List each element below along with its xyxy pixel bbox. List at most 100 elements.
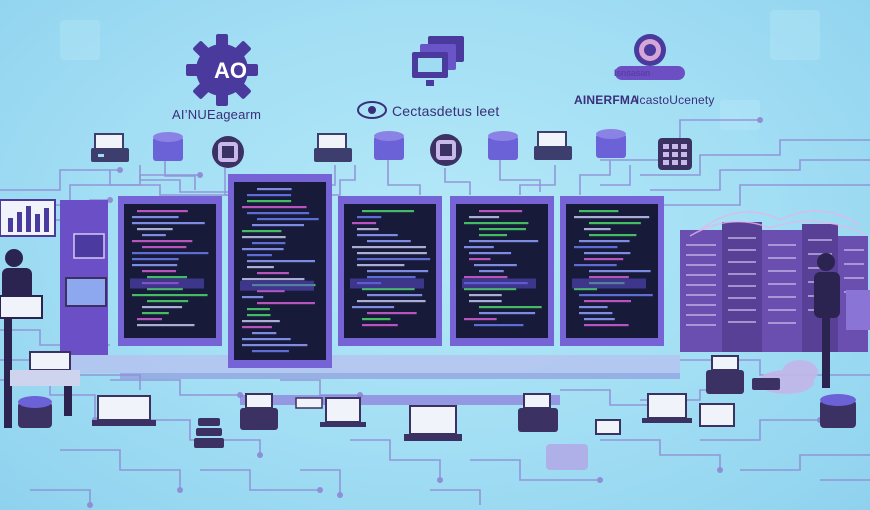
database-icon [820,394,856,428]
code-line [469,258,491,261]
code-line [137,318,162,321]
code-line [137,228,173,231]
code-line [142,306,183,309]
code-line [464,288,517,291]
circuit-lines [0,119,870,505]
code-line [257,188,292,191]
code-line [132,240,193,243]
code-line [367,312,417,315]
database-icon [488,131,518,160]
code-line [257,218,319,221]
code-line [464,222,529,225]
shield-icon [212,136,244,168]
code-line [247,260,315,263]
code-line [474,324,524,327]
code-highlight [130,278,204,289]
laptop-icon [642,393,692,423]
code-line [357,216,382,219]
code-line [357,300,426,303]
code-line [579,306,608,309]
code-line [584,228,611,231]
code-line [242,236,286,239]
code-line [362,210,414,213]
code-line [247,194,292,197]
database-icon [18,396,52,428]
monitor-stack-icon [412,36,464,86]
code-line [574,216,650,219]
code-highlight [572,278,646,289]
code-line [469,294,502,297]
code-line [357,228,379,231]
code-line [242,338,291,341]
code-line [464,276,508,279]
code-line [252,332,277,335]
chart-board-icon [0,199,56,237]
code-line [479,234,508,237]
code-line [257,290,285,293]
code-line [352,246,426,249]
code-line [352,306,395,309]
code-line [469,252,512,255]
code-line [132,258,179,261]
code-line [257,272,289,275]
eye-icon [357,101,387,119]
code-line [584,258,624,261]
code-highlight [462,278,536,289]
caption-center: Cectasdetus leet [392,103,500,119]
code-line [352,222,377,225]
code-line [584,324,629,327]
laptop-icon [404,405,462,441]
code-line [479,270,504,273]
caption-right: IcastoUcenety [636,93,715,107]
printer-icon [240,393,278,430]
shield-icon [430,134,462,166]
code-line [132,222,205,225]
caption-right-strong: AINERFMA [574,93,639,107]
code-line [362,324,398,327]
code-line [479,306,542,309]
book-icon [699,403,735,427]
code-line [367,270,429,273]
code-line [479,210,523,213]
code-line [142,270,177,273]
code-line [367,276,416,279]
code-line [362,288,415,291]
shield-badge-icon [615,34,685,80]
code-line [357,234,398,237]
code-line [584,300,632,303]
printer-icon [314,133,352,162]
person-icon [0,249,43,428]
code-line [247,200,292,203]
caption-left: AI’NUEagearm [172,107,262,122]
code-line [579,312,613,315]
code-line [584,318,615,321]
person-icon [814,253,870,388]
code-line [589,270,651,273]
code-line [247,266,274,269]
code-line [252,224,305,227]
code-line [579,294,653,297]
code-line [574,264,617,267]
keyboard-icon [595,419,621,435]
monitor-screen [234,182,326,360]
code-line [132,264,178,267]
code-line [357,264,405,267]
code-line [579,210,619,213]
code-line [464,318,497,321]
code-line [247,212,310,215]
code-line [469,240,539,243]
stack-icon [194,418,224,448]
tablet-icon [546,444,588,470]
database-icon [596,129,626,158]
code-line [257,302,315,305]
code-line [357,258,431,261]
code-line [147,276,188,279]
code-line [252,350,289,353]
code-line [132,252,209,255]
code-line [589,276,629,279]
code-line [242,320,280,323]
keypad-icon [658,138,692,170]
